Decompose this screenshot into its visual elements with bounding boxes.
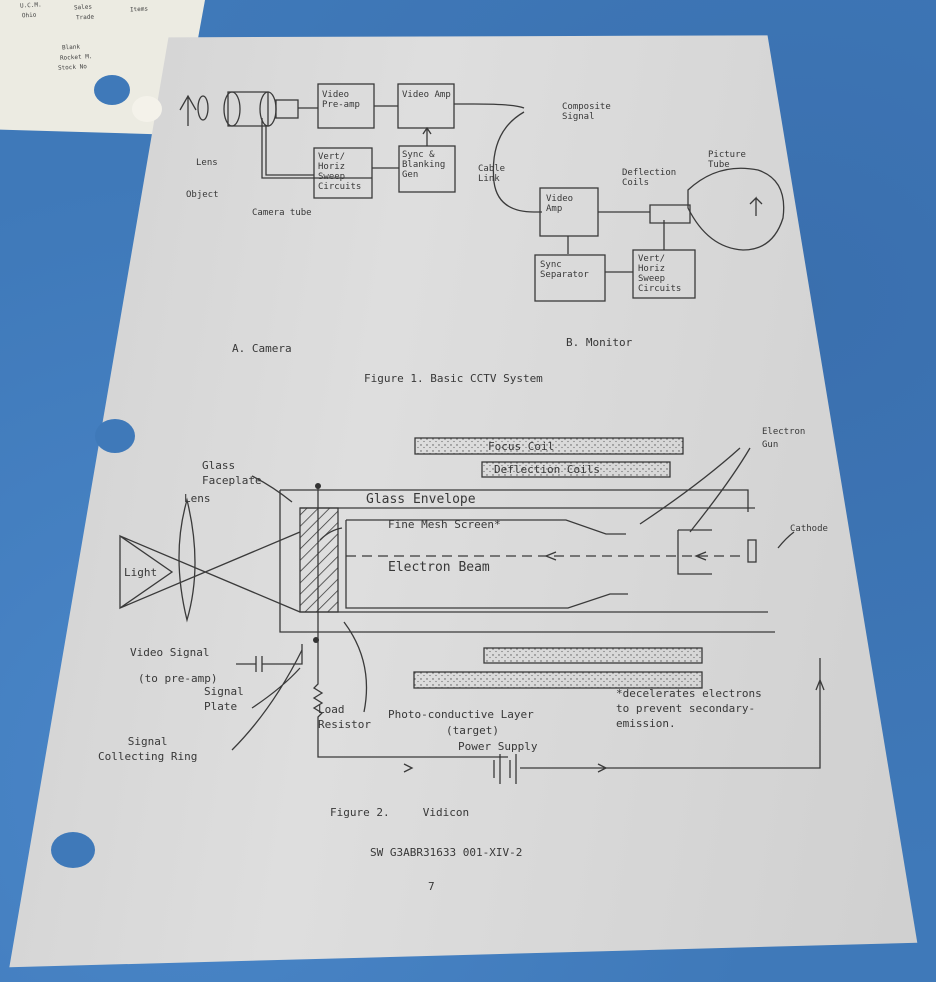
focus-coil-top [414, 437, 684, 455]
fig2-cathode-label: Cathode [790, 524, 828, 534]
punch-hole-middle [95, 419, 135, 453]
picture-tube [687, 167, 785, 251]
fig2-caption: Figure 2. Vidicon [330, 806, 470, 819]
fig2-power-supply-label: Power Supply [458, 740, 538, 753]
fig2-target-label: (target) [446, 724, 499, 737]
fig2-deflection-coils-label: Deflection Coils [494, 463, 600, 476]
fig1-cable-link-label: Cable Link [478, 164, 506, 184]
fig1-caption: Figure 1. Basic CCTV System [364, 372, 543, 385]
fig2-signal-ring-label: Signal Collecting Ring [98, 735, 198, 763]
fig1-sync-separator-label: Sync Separator [540, 260, 589, 280]
fig2-photo-layer-label: Photo-conductive Layer [388, 708, 534, 721]
glass-envelope [279, 489, 775, 633]
camera-lens [197, 95, 209, 121]
fig1-sub-a: A. Camera [232, 342, 292, 355]
fig1-sub-b: B. Monitor [566, 336, 633, 349]
fig2-signal-plate-label: Signal Plate [204, 685, 244, 713]
fig1-sweep-label: Vert/ Horiz Sweep Circuits [318, 152, 362, 192]
fig2-fine-mesh-label: Fine Mesh Screen* [388, 518, 501, 531]
fig1-object-label: Object [186, 190, 219, 200]
power-circuit [312, 484, 821, 769]
tag-reinforcement-ring [132, 96, 162, 122]
fig2-electron-beam-label: Electron Beam [388, 560, 490, 575]
fig1-monitor-sweep-label: Vert/ Horiz Sweep Circuits [638, 254, 682, 294]
vidicon-lens [178, 497, 196, 623]
page-number: 7 [428, 880, 435, 893]
light-rays [119, 531, 301, 613]
fig1-deflection-coils-label: Deflection Coils [622, 168, 677, 188]
deflection-coil-top [481, 461, 671, 478]
fig2-focus-coil-label: Focus Coil [488, 440, 555, 453]
cathode [747, 539, 757, 563]
fig1-monitor-video-amp-label: Video Amp [546, 194, 574, 214]
fig2-note: *decelerates electrons to prevent second… [616, 687, 762, 730]
fig2-video-signal-label: Video Signal [130, 646, 210, 659]
sync-separator-box [534, 254, 606, 302]
fig1-lens-label: Lens [196, 158, 218, 168]
fig2-glass-faceplate-label: Glass Faceplate [202, 459, 262, 487]
punch-hole-bottom [51, 832, 95, 868]
fig1-composite-signal-label: Composite Signal [562, 102, 611, 122]
photoconductive-target [299, 507, 339, 613]
fig2-to-preamp-label: (to pre-amp) [138, 672, 218, 685]
fig1-picture-tube-label: Picture Tube [708, 150, 746, 170]
deflection-coil-bottom [483, 647, 703, 664]
fig2-glass-envelope-label: Glass Envelope [366, 492, 476, 507]
fig1-camera-tube-label: Camera tube [252, 208, 312, 218]
fig2-load-resistor-label: Load Resistor [318, 703, 371, 731]
punch-hole-top [94, 75, 130, 105]
document-id: SW G3ABR31633 001-XIV-2 [370, 846, 523, 859]
object-arrow [179, 94, 197, 126]
focus-coil-bottom [413, 671, 703, 689]
sweep-box-camera [313, 147, 373, 199]
fig1-video-amp-label: Video Amp [402, 90, 451, 100]
fig2-electron-gun-label: Electron Gun [762, 427, 806, 450]
fig2-light-label: Light [124, 566, 158, 579]
fig2-lens-label: Lens [184, 492, 211, 505]
fig1-sync-blanking-label: Sync & Blanking Gen [402, 150, 446, 180]
fig1-video-preamp-label: Video Pre-amp [322, 90, 360, 110]
